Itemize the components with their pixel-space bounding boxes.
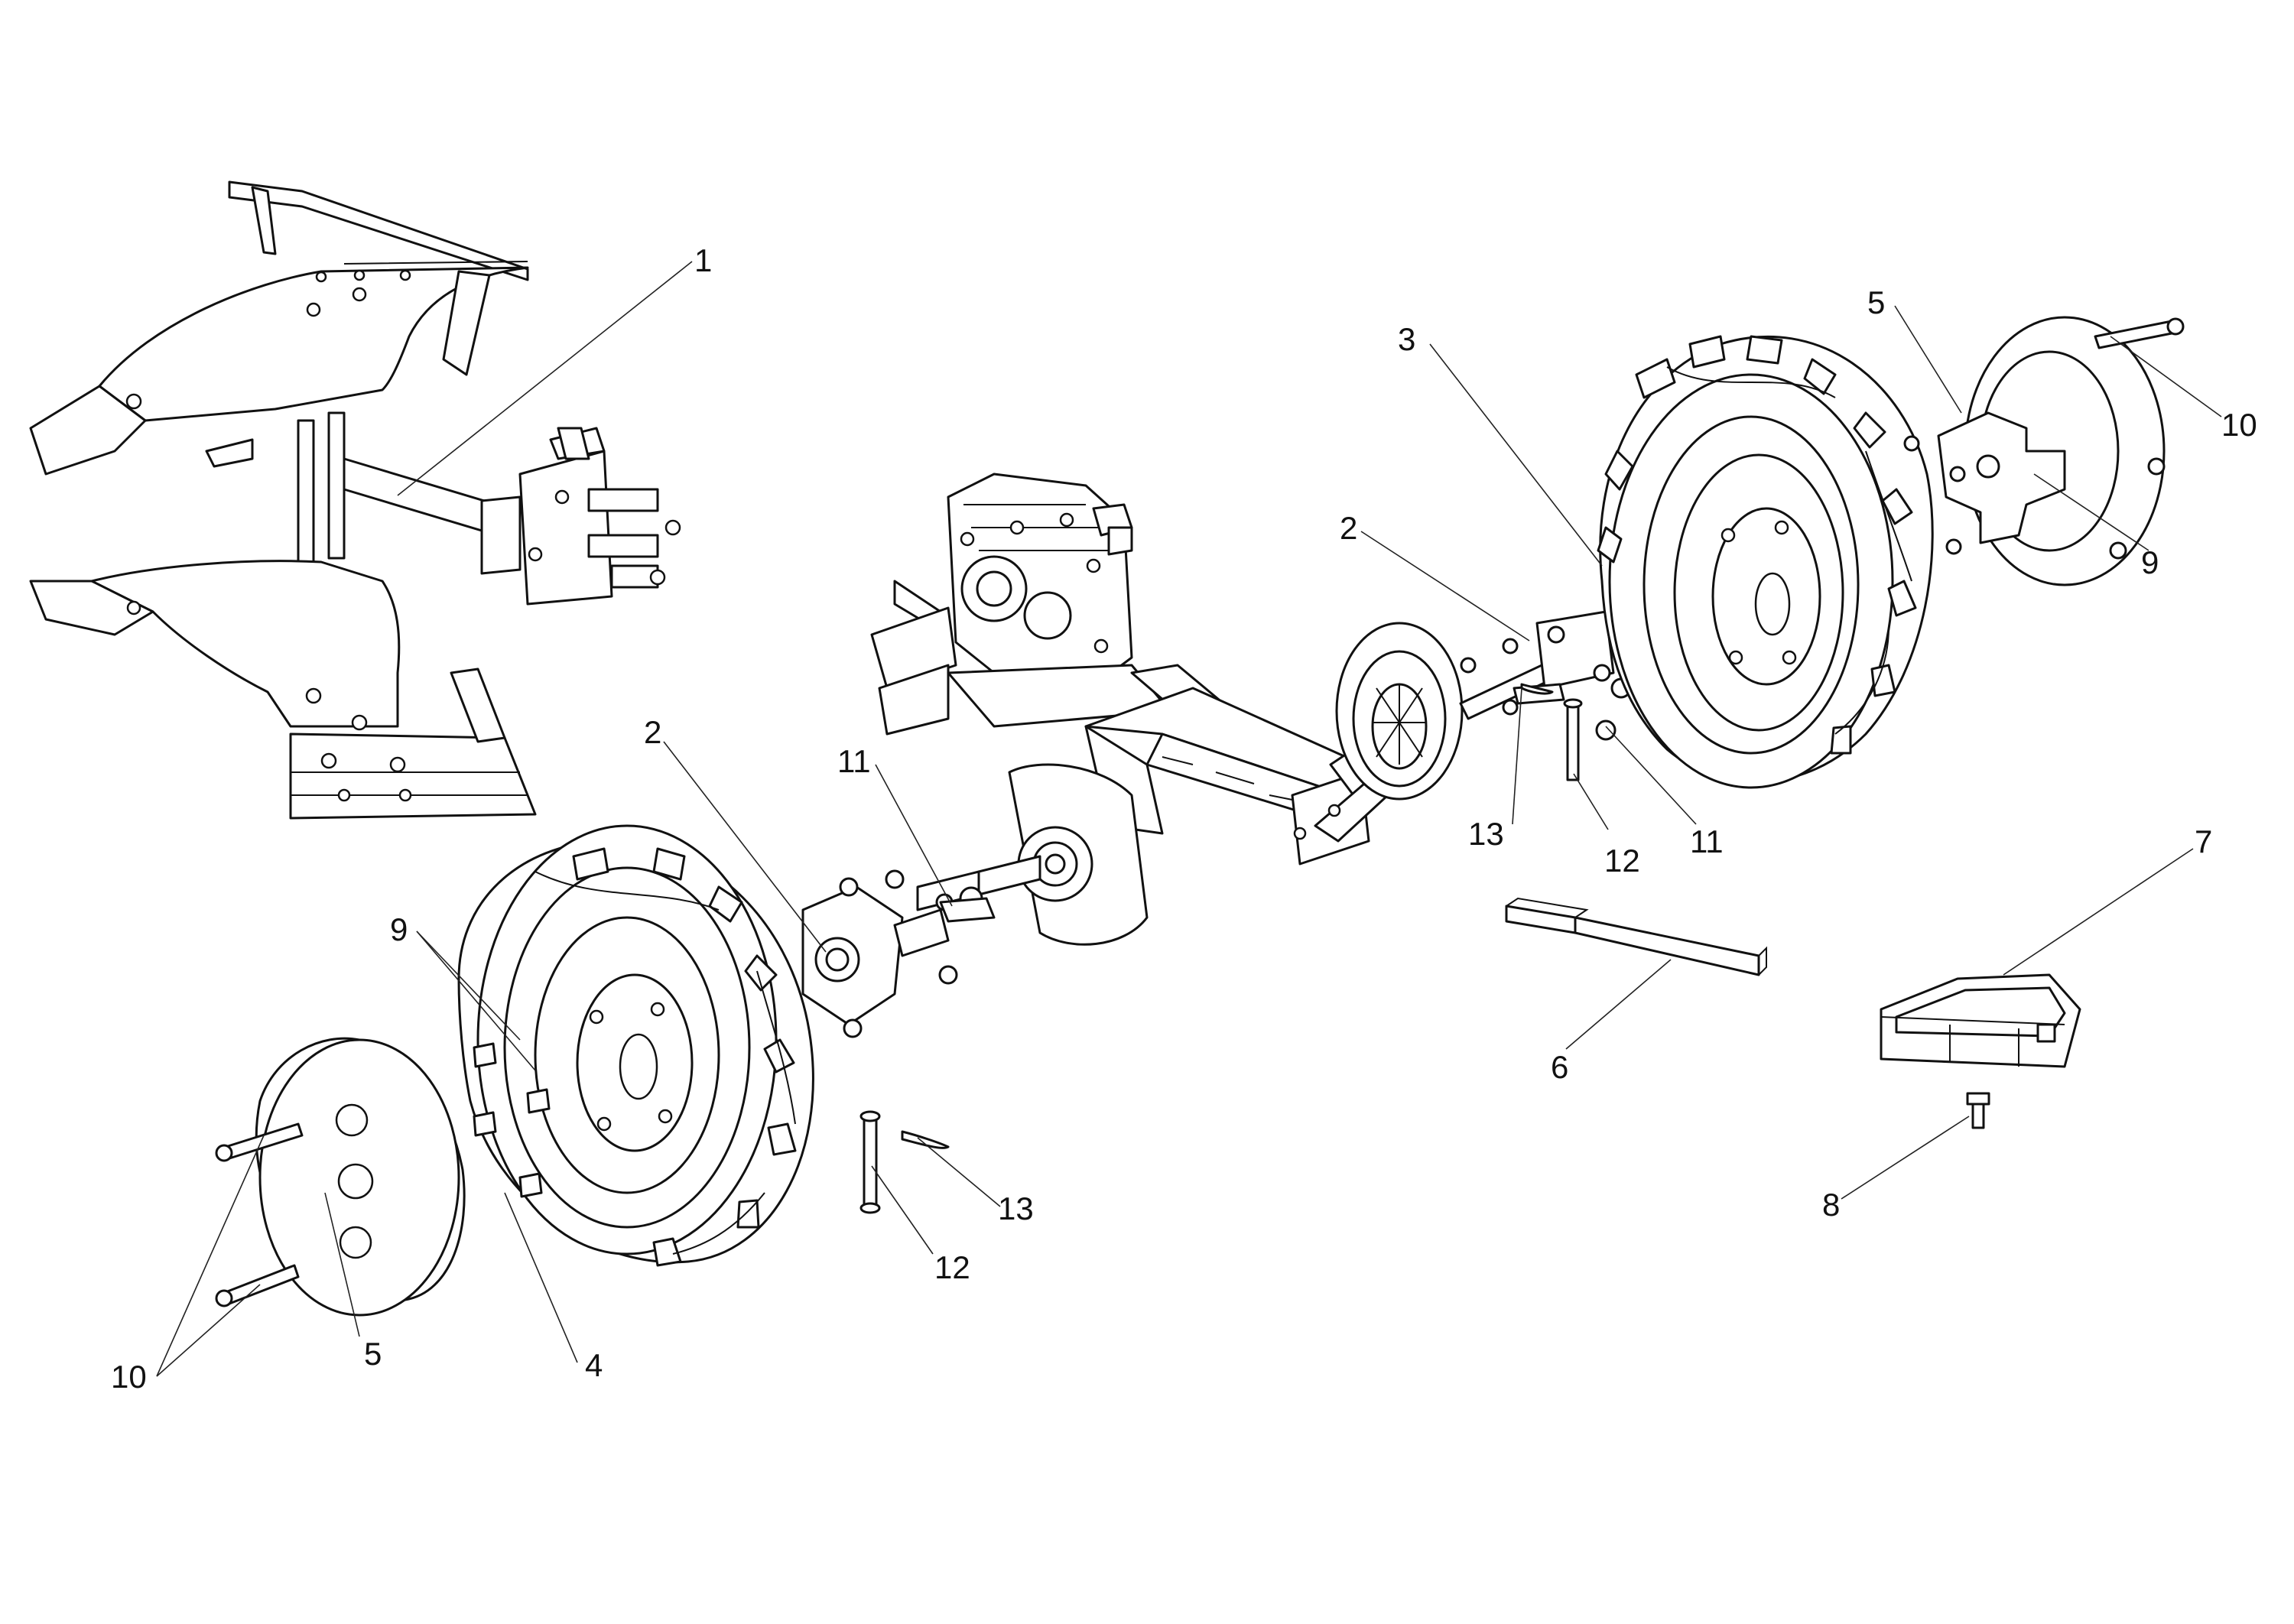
fasteners-right xyxy=(1520,677,1632,781)
callout-10-right: 10 xyxy=(2221,407,2257,443)
cover-bolt xyxy=(1966,1092,1990,1129)
callout-9-right: 9 xyxy=(2141,544,2159,580)
callout-12-left: 12 xyxy=(934,1249,970,1285)
wheel-left xyxy=(457,824,814,1267)
engine-gearbox xyxy=(870,473,1447,946)
callout-11-right: 11 xyxy=(1690,823,1724,859)
wheel-weight-left xyxy=(215,1037,466,1317)
wheel-right xyxy=(1597,335,1934,789)
lever-bar xyxy=(1505,897,1767,976)
callout-2-left: 2 xyxy=(644,714,661,750)
callout-1: 1 xyxy=(694,242,712,278)
callout-11-left: 11 xyxy=(837,743,871,779)
ballast-cover xyxy=(1880,973,2081,1068)
plough-assembly xyxy=(29,180,681,820)
callout-5-left: 5 xyxy=(364,1336,382,1372)
callout-9-left: 9 xyxy=(390,911,408,947)
callout-12-right: 12 xyxy=(1604,843,1640,879)
callout-2-right: 2 xyxy=(1340,510,1357,546)
callout-13-left: 13 xyxy=(998,1190,1034,1226)
callout-3: 3 xyxy=(1398,321,1415,357)
callout-8: 8 xyxy=(1822,1187,1840,1223)
callout-labels: 1 2 2 3 4 5 5 6 7 8 9 9 10 10 11 11 12 1… xyxy=(111,242,2257,1395)
callout-13-right: 13 xyxy=(1468,816,1504,852)
callout-7: 7 xyxy=(2195,823,2212,859)
callout-4: 4 xyxy=(585,1347,603,1383)
callout-5-right: 5 xyxy=(1867,284,1885,320)
wheel-weight-right xyxy=(1903,316,2185,586)
leader-lines xyxy=(156,261,2222,1377)
callout-6: 6 xyxy=(1551,1049,1568,1085)
callout-10-left: 10 xyxy=(111,1359,147,1395)
wheel-hub-left xyxy=(801,869,958,1038)
fasteners-left xyxy=(859,897,996,1214)
wheel-hub-right xyxy=(1335,610,1615,801)
